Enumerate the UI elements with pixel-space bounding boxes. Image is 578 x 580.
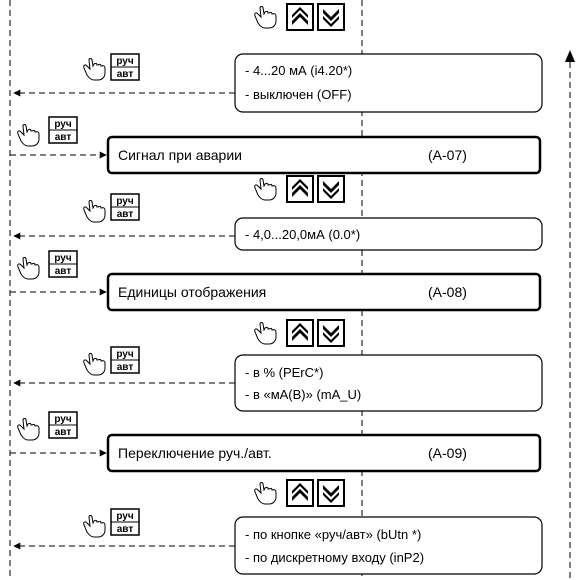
mode-key-icon[interactable]: руч авт <box>48 116 78 144</box>
param-box[interactable] <box>106 135 542 175</box>
svg-text:руч: руч <box>116 56 134 67</box>
svg-text:авт: авт <box>117 362 134 373</box>
hand-pointer-icon <box>83 515 106 538</box>
arrow-up-key-icon[interactable] <box>286 479 314 507</box>
svg-text:авт: авт <box>117 209 134 220</box>
mode-key-icon[interactable]: руч авт <box>48 411 78 439</box>
arrow-down-key-icon[interactable] <box>317 319 345 347</box>
options-box <box>234 217 543 251</box>
param-code: (А-09) <box>428 445 467 461</box>
param-label: Сигнал при аварии <box>118 147 242 163</box>
arrow-down-key-icon[interactable] <box>317 479 345 507</box>
option-text: - выключен (OFF) <box>245 87 352 102</box>
mode-key-icon[interactable]: руч авт <box>110 346 140 374</box>
option-text: - в % (PErC*) <box>245 365 323 380</box>
hand-pointer-icon <box>17 257 40 280</box>
mode-key-icon[interactable]: руч авт <box>110 508 140 536</box>
hand-pointer-icon <box>254 482 277 505</box>
svg-text:авт: авт <box>117 69 134 80</box>
option-text: - 4,0...20,0мА (0.0*) <box>245 227 360 242</box>
svg-text:руч: руч <box>54 253 72 264</box>
mode-key-icon[interactable]: руч авт <box>110 53 140 81</box>
right-return-arrowhead <box>565 50 575 62</box>
arrow-down-key-icon[interactable] <box>317 175 345 203</box>
svg-text:руч: руч <box>116 349 134 360</box>
svg-text:авт: авт <box>117 524 134 535</box>
param-box[interactable] <box>106 272 542 312</box>
param-label: Единицы отображения <box>118 284 266 300</box>
mode-key-icon[interactable]: руч авт <box>110 193 140 221</box>
svg-text:авт: авт <box>55 266 72 277</box>
param-code: (А-08) <box>428 284 467 300</box>
svg-text:авт: авт <box>55 427 72 438</box>
svg-text:руч: руч <box>54 414 72 425</box>
option-text: - 4...20 мА (i4.20*) <box>245 63 352 78</box>
option-text: - по кнопке «руч/авт» (bUtn *) <box>245 527 421 542</box>
hand-pointer-icon <box>83 353 106 376</box>
options-box <box>234 354 543 412</box>
hand-pointer-icon <box>17 418 40 441</box>
arrow-up-key-icon[interactable] <box>286 3 314 31</box>
mode-key-icon[interactable]: руч авт <box>48 250 78 278</box>
svg-text:авт: авт <box>55 132 72 143</box>
hand-pointer-icon <box>83 200 106 223</box>
svg-text:руч: руч <box>116 511 134 522</box>
options-box <box>234 53 543 113</box>
param-code: (А-07) <box>428 147 467 163</box>
option-text: - в «мА(В)» (mA_U) <box>245 387 361 402</box>
hand-pointer-icon <box>254 178 277 201</box>
arrow-up-key-icon[interactable] <box>286 175 314 203</box>
hand-pointer-icon <box>83 58 106 81</box>
param-label: Переключение руч./авт. <box>118 445 272 461</box>
param-box[interactable] <box>106 433 542 473</box>
svg-text:руч: руч <box>116 196 134 207</box>
svg-text:руч: руч <box>54 119 72 130</box>
arrow-up-key-icon[interactable] <box>286 319 314 347</box>
hand-pointer-icon <box>254 6 277 29</box>
hand-pointer-icon <box>254 322 277 345</box>
arrow-down-key-icon[interactable] <box>317 3 345 31</box>
option-text: - по дискретному входу (inP2) <box>245 550 424 565</box>
hand-pointer-icon <box>17 124 40 147</box>
options-box <box>234 516 543 575</box>
